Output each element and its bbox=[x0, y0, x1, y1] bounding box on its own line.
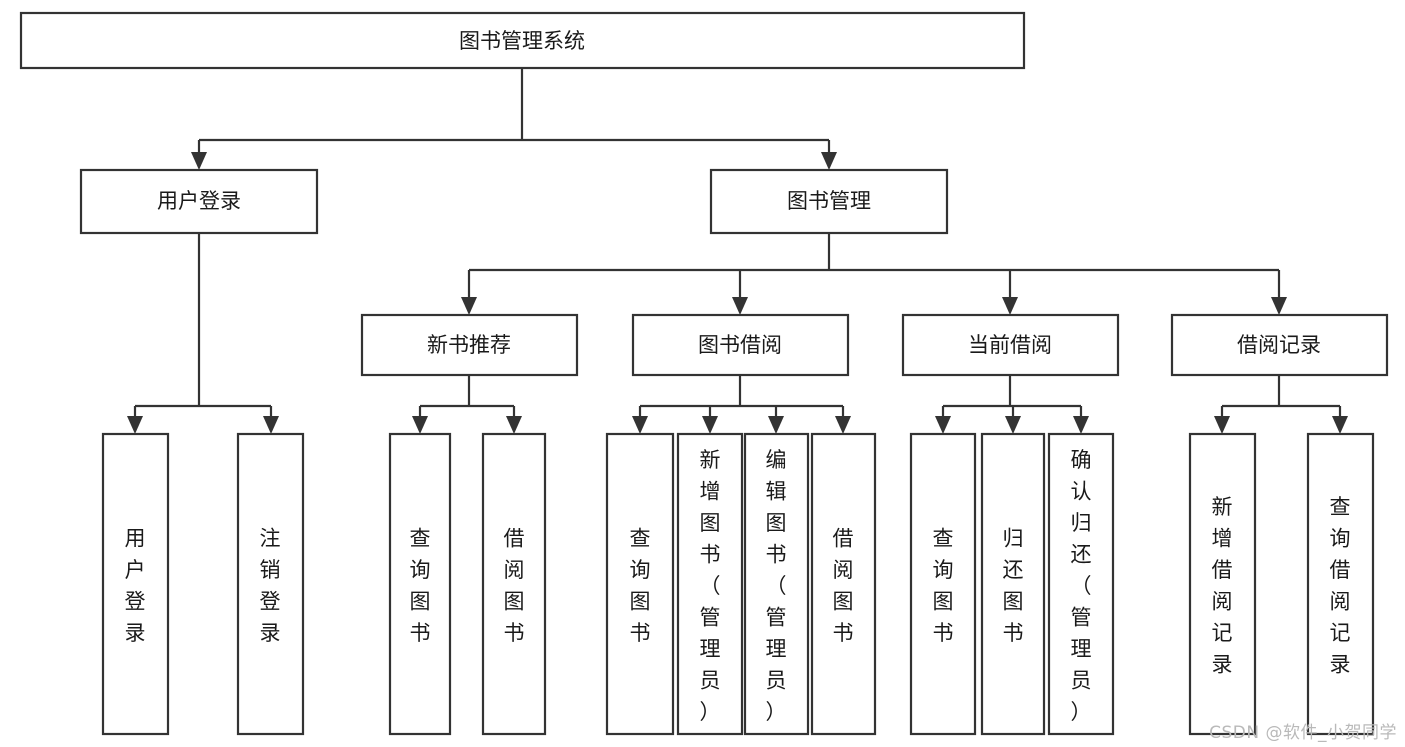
node-book-borrow-box[interactable] bbox=[631, 313, 850, 377]
connector-root-to-level2 bbox=[197, 68, 831, 158]
node-leaf-add-book-admin[interactable]: 新增图书（管理员） bbox=[676, 432, 744, 736]
node-leaf-borrow-book-2-box[interactable] bbox=[810, 432, 877, 736]
node-leaf-edit-book-admin-label: 编辑图书（管理员） bbox=[766, 448, 787, 724]
node-new-book-recommend[interactable]: 新书推荐 bbox=[360, 313, 579, 377]
node-leaf-query-book-1-label: 查询图书 bbox=[410, 527, 431, 646]
node-leaf-confirm-return-admin-label: 确认归还（管理员） bbox=[1071, 448, 1092, 724]
node-leaf-query-book-2[interactable]: 查询图书 bbox=[605, 432, 675, 736]
node-borrow-record-label: 借阅记录 bbox=[1237, 333, 1321, 357]
arrow-head-leaf-user-logout bbox=[263, 416, 279, 434]
arrow-head-book-borrow bbox=[732, 297, 748, 315]
node-leaf-return-book-label: 归还图书 bbox=[1003, 527, 1024, 646]
node-leaf-user-login-label: 用户登录 bbox=[125, 527, 146, 646]
arrow-head-user-login bbox=[191, 152, 207, 170]
node-leaf-add-borrow-record-box[interactable] bbox=[1188, 432, 1257, 736]
node-leaf-query-borrow-record-label: 查询借阅记录 bbox=[1330, 495, 1351, 677]
arrow-head-leaf-borrow-book-2 bbox=[835, 416, 851, 434]
node-leaf-user-logout-label: 注销登录 bbox=[260, 527, 281, 646]
arrow-head-book-manage bbox=[821, 152, 837, 170]
node-leaf-add-book-admin-box[interactable] bbox=[676, 432, 744, 736]
node-leaf-borrow-book-1[interactable]: 借阅图书 bbox=[481, 432, 547, 736]
node-leaf-add-book-admin-label: 新增图书（管理员） bbox=[700, 448, 721, 724]
connector-borrow-record-bus bbox=[1220, 375, 1342, 422]
node-current-borrow-label: 当前借阅 bbox=[968, 333, 1052, 357]
node-leaf-user-logout-box[interactable] bbox=[236, 432, 305, 736]
node-leaf-borrow-book-2-label: 借阅图书 bbox=[833, 527, 854, 646]
arrow-head-leaf-user-login bbox=[127, 416, 143, 434]
leaf-nodes-layer: 用户登录 注销登录 查询图书 借阅图书 查询图书 新增图书（管理员） bbox=[101, 432, 1375, 736]
node-leaf-query-book-2-label: 查询图书 bbox=[630, 527, 651, 646]
arrow-head-leaf-confirm-return-admin bbox=[1073, 416, 1089, 434]
connector-layer bbox=[127, 68, 1348, 434]
arrow-head-leaf-query-borrow-record bbox=[1332, 416, 1348, 434]
node-leaf-return-book-box[interactable] bbox=[980, 432, 1046, 736]
node-book-manage-box[interactable] bbox=[709, 168, 949, 235]
node-user-login-label: 用户登录 bbox=[157, 189, 241, 213]
arrow-head-leaf-query-book-1 bbox=[412, 416, 428, 434]
arrow-head-borrow-record bbox=[1271, 297, 1287, 315]
arrow-head-leaf-return-book bbox=[1005, 416, 1021, 434]
arrow-head-leaf-query-book-3 bbox=[935, 416, 951, 434]
node-user-login[interactable]: 用户登录 bbox=[79, 168, 319, 235]
node-leaf-confirm-return-admin[interactable]: 确认归还（管理员） bbox=[1047, 432, 1115, 736]
node-root-label: 图书管理系统 bbox=[459, 29, 585, 53]
watermark-text: CSDN @软件_小贺同学 bbox=[1209, 723, 1397, 743]
node-current-borrow-box[interactable] bbox=[901, 313, 1120, 377]
node-leaf-user-login[interactable]: 用户登录 bbox=[101, 432, 170, 736]
connector-new-book-recommend-bus bbox=[418, 375, 516, 422]
arrow-head-leaf-query-book-2 bbox=[632, 416, 648, 434]
node-new-book-recommend-label: 新书推荐 bbox=[427, 333, 511, 357]
node-leaf-query-book-3[interactable]: 查询图书 bbox=[909, 432, 977, 736]
node-leaf-return-book[interactable]: 归还图书 bbox=[980, 432, 1046, 736]
node-leaf-query-borrow-record-box[interactable] bbox=[1306, 432, 1375, 736]
node-new-book-recommend-box[interactable] bbox=[360, 313, 579, 377]
node-leaf-query-book-2-box[interactable] bbox=[605, 432, 675, 736]
node-leaf-query-book-3-box[interactable] bbox=[909, 432, 977, 736]
node-borrow-record[interactable]: 借阅记录 bbox=[1170, 313, 1389, 377]
node-root-box[interactable] bbox=[19, 11, 1026, 70]
node-leaf-query-book-1-box[interactable] bbox=[388, 432, 452, 736]
node-leaf-user-logout[interactable]: 注销登录 bbox=[236, 432, 305, 736]
node-current-borrow[interactable]: 当前借阅 bbox=[901, 313, 1120, 377]
node-root[interactable]: 图书管理系统 bbox=[19, 11, 1026, 70]
connector-current-borrow-bus bbox=[941, 375, 1083, 422]
connector-book-manage-bus bbox=[467, 233, 1281, 303]
arrow-head-current-borrow bbox=[1002, 297, 1018, 315]
arrow-head-new-book-recommend bbox=[461, 297, 477, 315]
node-book-borrow-label: 图书借阅 bbox=[698, 333, 782, 357]
arrow-head-leaf-add-borrow-record bbox=[1214, 416, 1230, 434]
node-book-manage[interactable]: 图书管理 bbox=[709, 168, 949, 235]
node-leaf-edit-book-admin[interactable]: 编辑图书（管理员） bbox=[743, 432, 810, 736]
arrow-head-leaf-borrow-book-1 bbox=[506, 416, 522, 434]
node-leaf-query-book-3-label: 查询图书 bbox=[933, 527, 954, 646]
node-user-login-box[interactable] bbox=[79, 168, 319, 235]
arrow-head-leaf-edit-book-admin bbox=[768, 416, 784, 434]
node-leaf-edit-book-admin-box[interactable] bbox=[743, 432, 810, 736]
arrow-head-leaf-add-book-admin bbox=[702, 416, 718, 434]
node-leaf-borrow-book-1-box[interactable] bbox=[481, 432, 547, 736]
node-leaf-borrow-book-2[interactable]: 借阅图书 bbox=[810, 432, 877, 736]
node-leaf-add-borrow-record[interactable]: 新增借阅记录 bbox=[1188, 432, 1257, 736]
node-leaf-query-borrow-record[interactable]: 查询借阅记录 bbox=[1306, 432, 1375, 736]
node-leaf-user-login-box[interactable] bbox=[101, 432, 170, 736]
node-book-borrow[interactable]: 图书借阅 bbox=[631, 313, 850, 377]
node-leaf-add-borrow-record-label: 新增借阅记录 bbox=[1212, 495, 1233, 677]
node-leaf-borrow-book-1-label: 借阅图书 bbox=[504, 527, 525, 646]
node-leaf-confirm-return-admin-box[interactable] bbox=[1047, 432, 1115, 736]
node-borrow-record-box[interactable] bbox=[1170, 313, 1389, 377]
connector-book-borrow-bus bbox=[638, 375, 845, 422]
connector-user-login-bus bbox=[133, 233, 273, 422]
node-leaf-query-book-1[interactable]: 查询图书 bbox=[388, 432, 452, 736]
node-book-manage-label: 图书管理 bbox=[787, 189, 871, 213]
